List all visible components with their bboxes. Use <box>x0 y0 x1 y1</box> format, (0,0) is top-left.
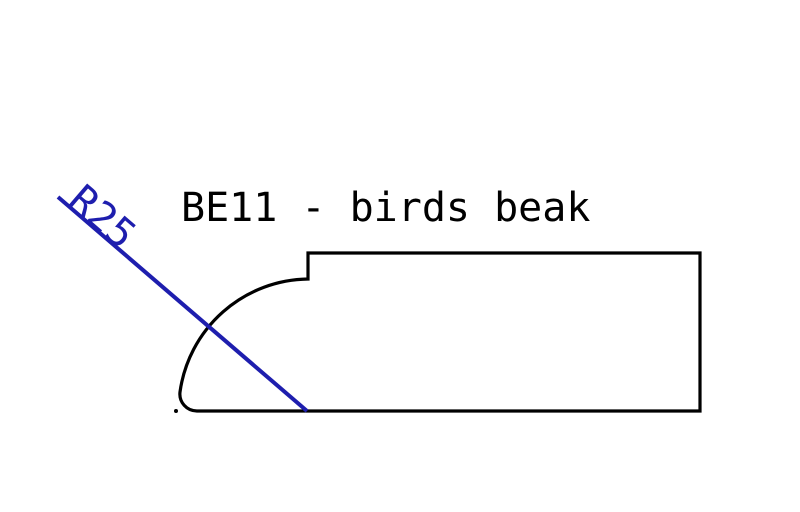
radius-dimension-label: R25 <box>59 176 144 258</box>
profile-outline <box>178 251 702 413</box>
radius-leader-line <box>56 195 309 413</box>
corner-point-marker <box>174 409 178 413</box>
drawing-title: BE11 - birds beak <box>181 185 590 231</box>
